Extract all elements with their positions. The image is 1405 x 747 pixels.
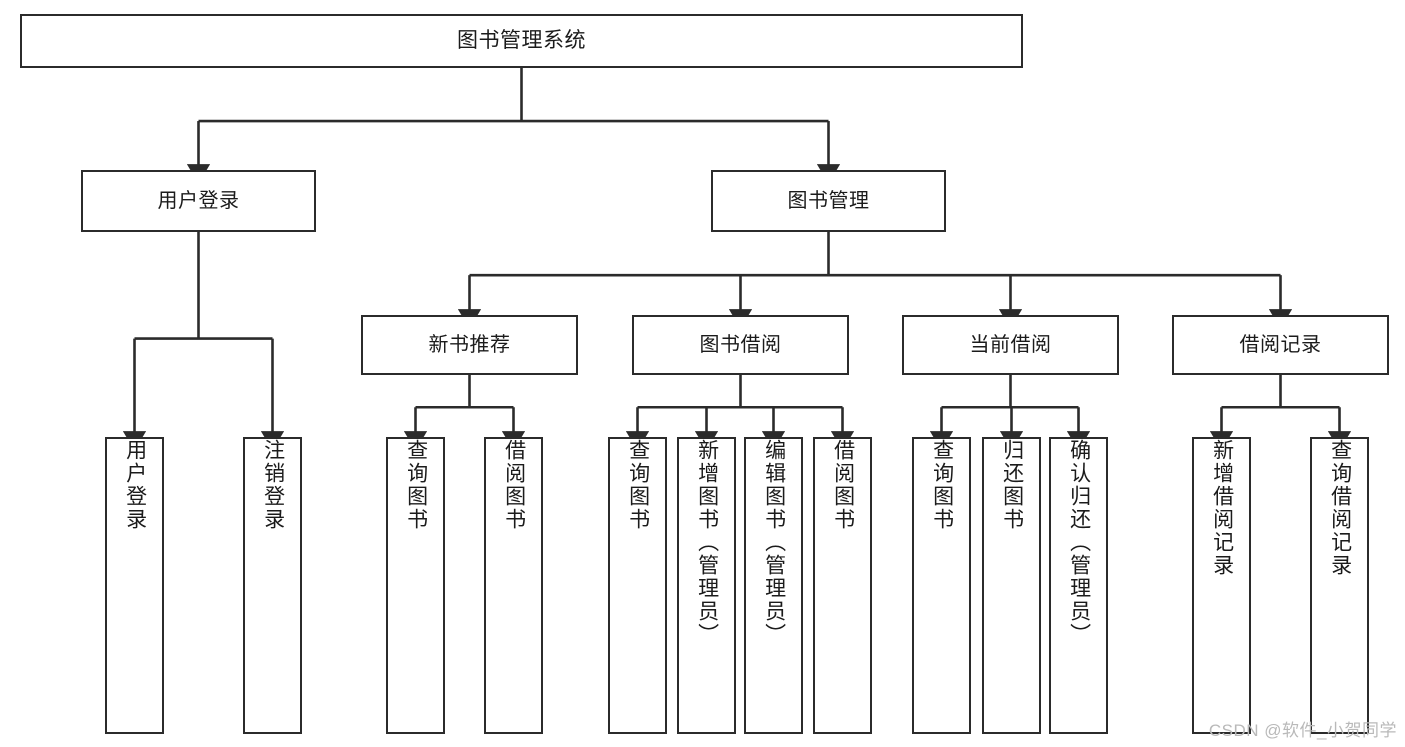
node-new-book-recommend[interactable]: 新书推荐 xyxy=(361,315,578,375)
node-leaf-return-book[interactable]: 归还图书 xyxy=(982,437,1041,734)
node-leaf-confirm-return-admin[interactable]: 确认归还（管理员） xyxy=(1049,437,1108,734)
node-leaf-borrow-book[interactable]: 借阅图书 xyxy=(813,437,872,734)
node-label: 新书推荐 xyxy=(428,333,511,356)
node-library-management-system[interactable]: 图书管理系统 xyxy=(20,14,1023,68)
node-leaf-query-book-borrow[interactable]: 查询图书 xyxy=(608,437,667,734)
node-label: 查询图书 xyxy=(404,439,428,531)
node-label: 图书管理系统 xyxy=(457,29,586,53)
node-leaf-borrow-book-new[interactable]: 借阅图书 xyxy=(484,437,543,734)
node-label: 借阅图书 xyxy=(502,439,526,531)
node-label: 查询图书 xyxy=(930,439,954,531)
node-leaf-query-book-current[interactable]: 查询图书 xyxy=(912,437,971,734)
node-label: 查询借阅记录 xyxy=(1328,439,1352,577)
node-leaf-add-book-admin[interactable]: 新增图书（管理员） xyxy=(677,437,736,734)
node-label: 新增图书（管理员） xyxy=(695,439,719,646)
node-label: 用户登录 xyxy=(157,189,240,212)
node-label: 编辑图书（管理员） xyxy=(762,439,786,646)
node-current-borrow[interactable]: 当前借阅 xyxy=(902,315,1119,375)
node-label: 查询图书 xyxy=(626,439,650,531)
node-book-management[interactable]: 图书管理 xyxy=(711,170,946,232)
node-leaf-query-borrow-record[interactable]: 查询借阅记录 xyxy=(1310,437,1369,734)
node-label: 图书管理 xyxy=(787,189,870,212)
node-label: 确认归还（管理员） xyxy=(1067,439,1091,646)
node-book-borrow[interactable]: 图书借阅 xyxy=(632,315,849,375)
node-label: 借阅图书 xyxy=(831,439,855,531)
node-borrow-record[interactable]: 借阅记录 xyxy=(1172,315,1389,375)
watermark: CSDN @软件_小贺同学 xyxy=(1208,721,1397,740)
node-label: 图书借阅 xyxy=(699,333,782,356)
node-leaf-query-book-new[interactable]: 查询图书 xyxy=(386,437,445,734)
node-label: 用户登录 xyxy=(123,439,147,531)
node-label: 归还图书 xyxy=(1000,439,1024,531)
node-leaf-user-login[interactable]: 用户登录 xyxy=(105,437,164,734)
node-label: 借阅记录 xyxy=(1239,333,1322,356)
node-label: 当前借阅 xyxy=(969,333,1052,356)
node-leaf-user-logout[interactable]: 注销登录 xyxy=(243,437,302,734)
node-leaf-edit-book-admin[interactable]: 编辑图书（管理员） xyxy=(744,437,803,734)
node-label: 新增借阅记录 xyxy=(1210,439,1234,577)
node-leaf-add-borrow-record[interactable]: 新增借阅记录 xyxy=(1192,437,1251,734)
node-user-login[interactable]: 用户登录 xyxy=(81,170,316,232)
node-label: 注销登录 xyxy=(261,439,285,531)
